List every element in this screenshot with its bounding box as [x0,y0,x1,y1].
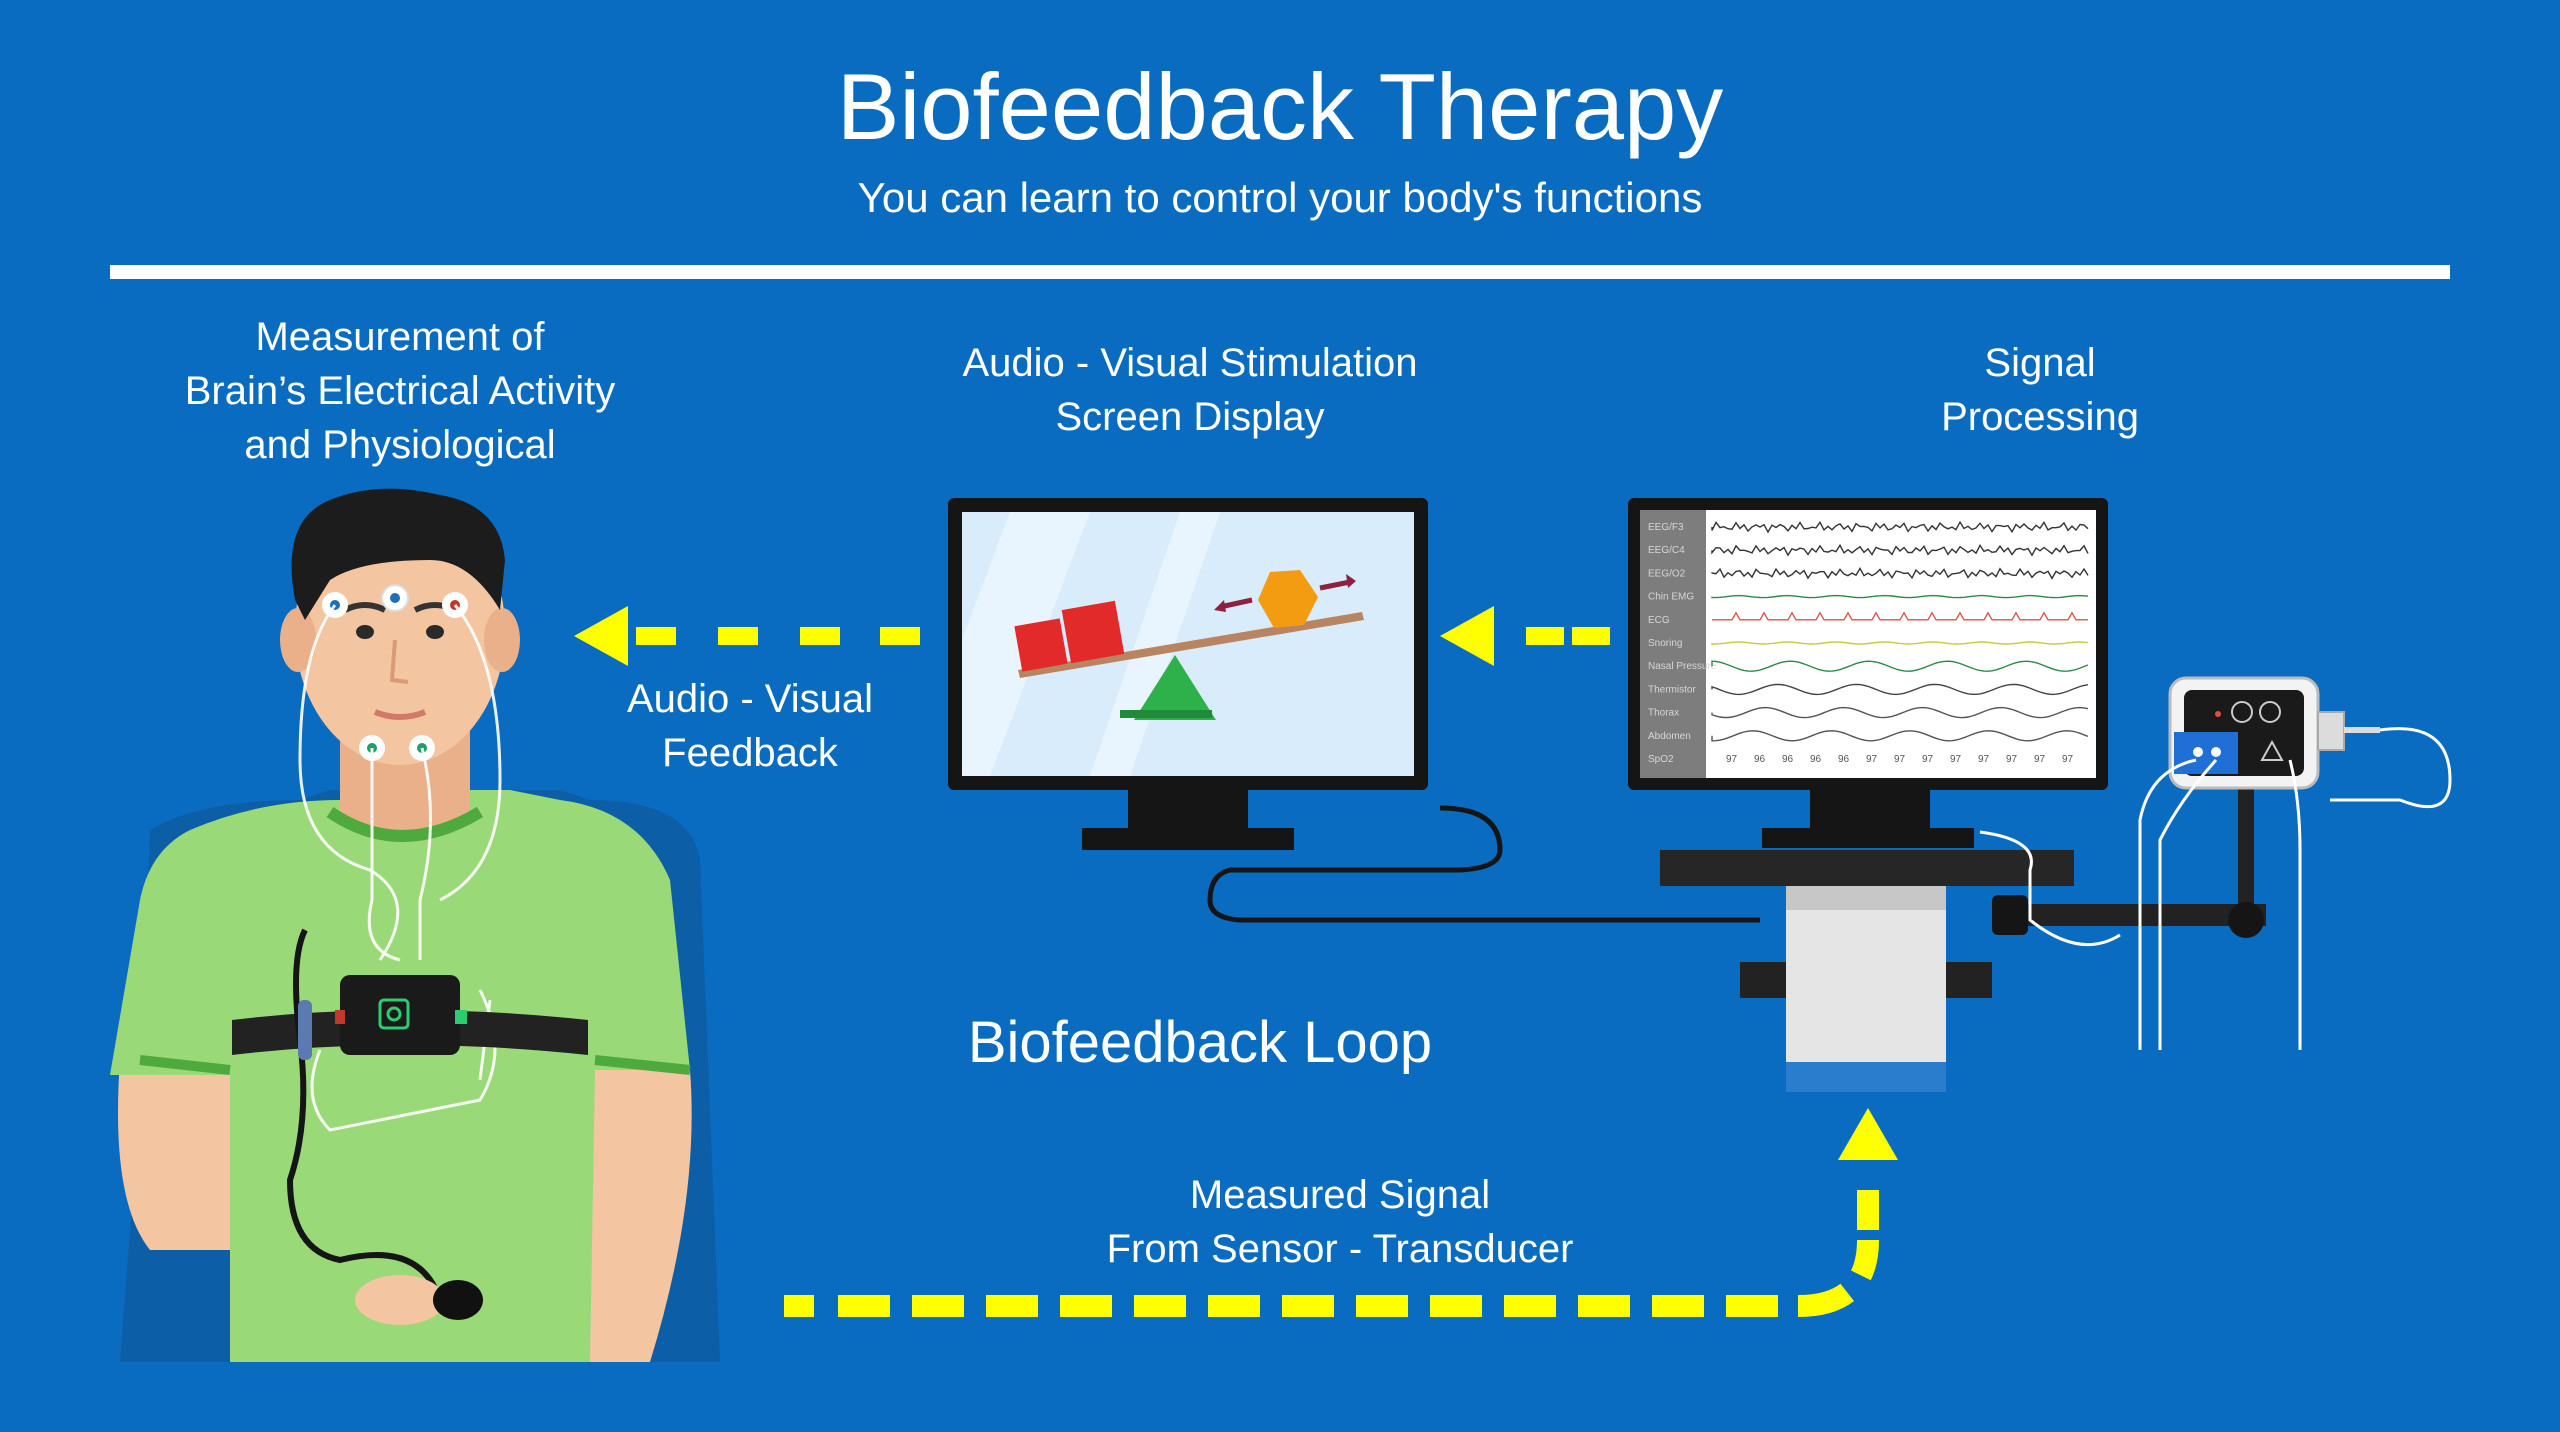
signal-processing-label: Signal Processing [1900,336,2180,444]
spo2-value: 96 [1754,754,1766,765]
amplifier-device [1979,676,2452,1050]
spo2-value: 97 [2034,754,2046,765]
stimulation-monitor [948,498,1428,850]
waveform-trace [1711,660,2089,672]
spo2-value: 97 [2006,754,2018,765]
spo2-readout: 97 96 96 96 96 97 97 97 97 97 97 97 97 [1726,754,2074,765]
measurement-label-line: Measurement of [255,315,545,359]
spo2-value: 97 [1726,754,1738,765]
signal-processing-label-line: Processing [1941,395,2139,439]
channel-label: EEG/C4 [1648,545,1685,556]
spo2-value: 96 [1782,754,1794,765]
measured-signal-label-line: From Sensor - Transducer [1106,1227,1574,1271]
channel-label: ECG [1648,615,1670,626]
channel-label: Nasal Pressure [1648,661,1717,672]
channel-label: SpO2 [1648,754,1674,765]
waveform-traces [1711,520,2089,742]
channel-label: Abdomen [1648,731,1691,742]
patient-figure [110,488,720,1362]
spo2-value: 96 [1838,754,1850,765]
channel-label: Thorax [1648,708,1679,719]
measurement-label-line: and Physiological [244,423,556,467]
channel-label: Thermistor [1648,684,1696,695]
measured-signal-label-line: Measured Signal [1189,1173,1491,1217]
finger-sensor [433,1280,483,1320]
seesaw-game [1014,570,1364,720]
feedback-arrow [574,606,920,666]
waveform-trace [1711,543,2089,557]
measured-signal-label: Measured Signal From Sensor - Transducer [1040,1168,1640,1276]
page-subtitle: You can learn to control your body's fun… [857,174,1703,221]
processing-to-display-arrow [1440,606,1610,666]
stimulation-label-line: Screen Display [1055,395,1325,439]
channel-label: Snoring [1648,638,1682,649]
channel-label: EEG/F3 [1648,522,1684,533]
spo2-value: 97 [1978,754,1990,765]
waveform-trace [1711,594,2089,599]
shirt [110,790,690,1362]
page-title: Biofeedback Therapy [836,54,1724,159]
waveform-trace [1711,641,2089,645]
waveform-trace [1711,566,2089,580]
feedback-label-line: Feedback [662,731,838,775]
waveform-trace [1711,706,2089,719]
measured-signal-arrow [784,1108,1898,1317]
channel-label: Chin EMG [1648,592,1694,603]
signal-processing-label-line: Signal [1984,341,2096,385]
waveform-trace [1711,730,2089,742]
waveform-trace [1711,520,2089,534]
spo2-value: 97 [1894,754,1906,765]
biofeedback-loop-label: Biofeedback Loop [967,1010,1433,1075]
spo2-value: 97 [1950,754,1962,765]
header-divider [110,265,2450,279]
stimulation-label-line: Audio - Visual Stimulation [962,341,1418,385]
waveform-trace [1712,611,2088,621]
spo2-value: 97 [2062,754,2074,765]
spo2-value: 97 [1866,754,1878,765]
spo2-value: 97 [1922,754,1934,765]
feedback-label-line: Audio - Visual [626,677,874,721]
measurement-label-line: Brain’s Electrical Activity [184,369,616,413]
measurement-label: Measurement of Brain’s Electrical Activi… [140,310,660,472]
spo2-value: 96 [1810,754,1822,765]
feedback-label: Audio - Visual Feedback [600,672,900,780]
hair [291,488,505,620]
stimulation-label: Audio - Visual Stimulation Screen Displa… [940,336,1440,444]
channel-label: EEG/O2 [1648,568,1686,579]
waveform-trace [1711,683,2089,696]
